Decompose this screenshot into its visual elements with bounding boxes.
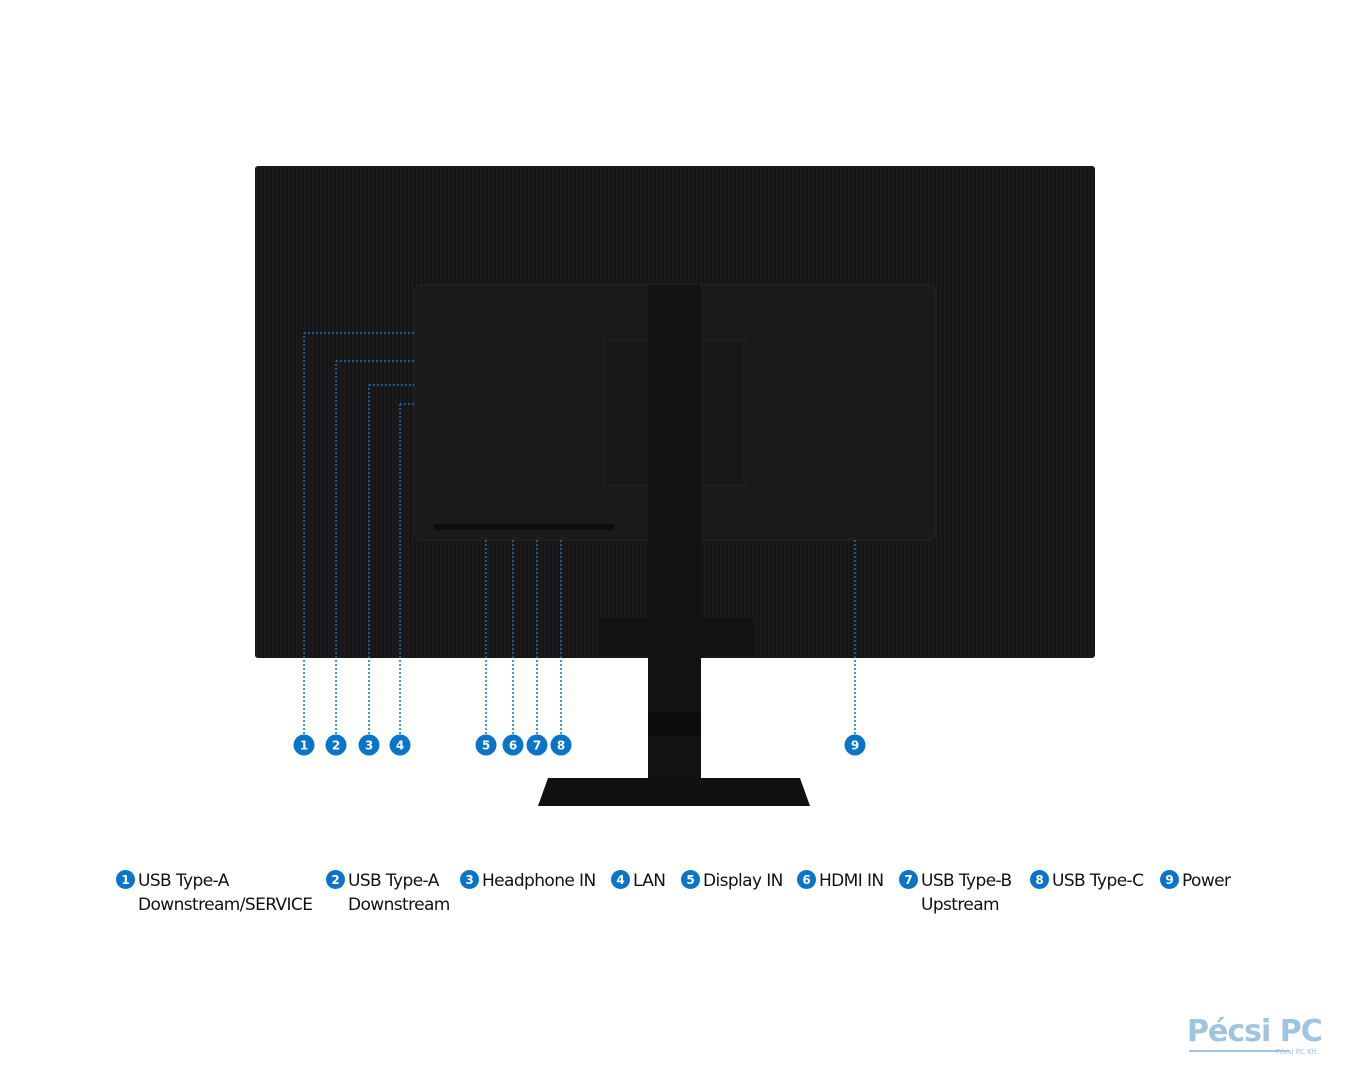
callout-badge-number-2: 2 [332, 739, 340, 753]
legend-label-8-line-1: USB Type-C [1052, 871, 1144, 891]
legend-label-8: USB Type-C [1052, 869, 1144, 893]
legend-item-5: 5 Display IN [681, 869, 783, 893]
callout-badge-circle-4 [389, 734, 411, 756]
callout-badge-circle-3 [358, 734, 380, 756]
legend-badge-9: 9 [1160, 870, 1179, 889]
callout-badge-7: 7 [526, 734, 548, 756]
legend-label-2-line-2: Downstream [348, 895, 450, 915]
legend-badge-5: 5 [681, 870, 700, 889]
callout-badge-circle-5 [475, 734, 497, 756]
legend-label-5-line-1: Display IN [703, 871, 783, 891]
callout-badges: 1 2 3 4 5 6 7 8 9 [293, 734, 866, 756]
callout-badge-6: 6 [502, 734, 524, 756]
callout-badge-circle-8 [550, 734, 572, 756]
legend-item-2: 2 USB Type-A Downstream [326, 869, 450, 917]
stand-base [538, 778, 810, 806]
callout-badge-number-3: 3 [365, 739, 373, 753]
callout-leaders [303, 332, 856, 734]
callout-badge-circle-1 [293, 734, 315, 756]
legend-badge-4: 4 [611, 870, 630, 889]
legend-label-7-line-1: USB Type-B [921, 871, 1012, 891]
legend-label-3: Headphone IN [482, 869, 596, 893]
legend-badge-8: 8 [1030, 870, 1049, 889]
callout-badge-5: 5 [475, 734, 497, 756]
callout-badge-1: 1 [293, 734, 315, 756]
callout-badge-circle-6 [502, 734, 524, 756]
legend-badge-2: 2 [326, 870, 345, 889]
port-strip [434, 524, 614, 530]
callout-badge-2: 2 [325, 734, 347, 756]
legend-label-6-line-1: HDMI IN [819, 871, 884, 891]
callout-badge-number-1: 1 [300, 739, 308, 753]
legend-label-7: USB Type-B Upstream [921, 869, 1012, 917]
legend-label-2-line-1: USB Type-A [348, 871, 439, 891]
legend-label-1-line-1: USB Type-A [138, 871, 229, 891]
legend-label-1: USB Type-A Downstream/SERVICE [138, 869, 313, 917]
legend-label-1-line-2: Downstream/SERVICE [138, 895, 313, 915]
legend-badge-1: 1 [116, 870, 135, 889]
legend-label-6: HDMI IN [819, 869, 884, 893]
legend-label-9: Power [1182, 869, 1231, 893]
callout-badge-8: 8 [550, 734, 572, 756]
legend-item-4: 4 LAN [611, 869, 666, 893]
brand-underline [1189, 1050, 1289, 1052]
legend-item-6: 6 HDMI IN [797, 869, 884, 893]
brand-subtitle: Pécsi PC Kft. [1275, 1048, 1319, 1056]
callout-badge-3: 3 [358, 734, 380, 756]
legend-label-2: USB Type-A Downstream [348, 869, 450, 917]
legend-label-9-line-1: Power [1182, 871, 1231, 891]
legend-label-3-line-1: Headphone IN [482, 871, 596, 891]
callout-badge-circle-9 [844, 734, 866, 756]
legend-badge-7: 7 [899, 870, 918, 889]
legend-badge-6: 6 [797, 870, 816, 889]
legend-item-3: 3 Headphone IN [460, 869, 596, 893]
callout-badge-number-8: 8 [557, 739, 565, 753]
callout-badge-circle-2 [325, 734, 347, 756]
callout-badge-circle-7 [526, 734, 548, 756]
callout-badge-number-5: 5 [482, 739, 490, 753]
callout-badge-number-6: 6 [509, 739, 517, 753]
brand-name: Pécsi PC [1187, 1014, 1323, 1049]
legend-item-8: 8 USB Type-C [1030, 869, 1144, 893]
legend-badge-3: 3 [460, 870, 479, 889]
brand-logo: Pécsi PC Pécsi PC Kft. [1187, 1010, 1327, 1060]
stand-hinge [648, 712, 701, 736]
legend-label-4-line-1: LAN [633, 871, 666, 891]
callout-badge-number-9: 9 [851, 739, 859, 753]
callout-badge-number-4: 4 [396, 739, 404, 753]
legend-label-5: Display IN [703, 869, 783, 893]
legend-item-1: 1 USB Type-A Downstream/SERVICE [116, 869, 313, 917]
legend-label-7-line-2: Upstream [921, 895, 1000, 915]
callout-badge-number-7: 7 [533, 739, 541, 753]
callout-badge-4: 4 [389, 734, 411, 756]
callout-badge-9: 9 [844, 734, 866, 756]
legend-item-9: 9 Power [1160, 869, 1231, 893]
legend-item-7: 7 USB Type-B Upstream [899, 869, 1012, 917]
legend-label-4: LAN [633, 869, 666, 893]
